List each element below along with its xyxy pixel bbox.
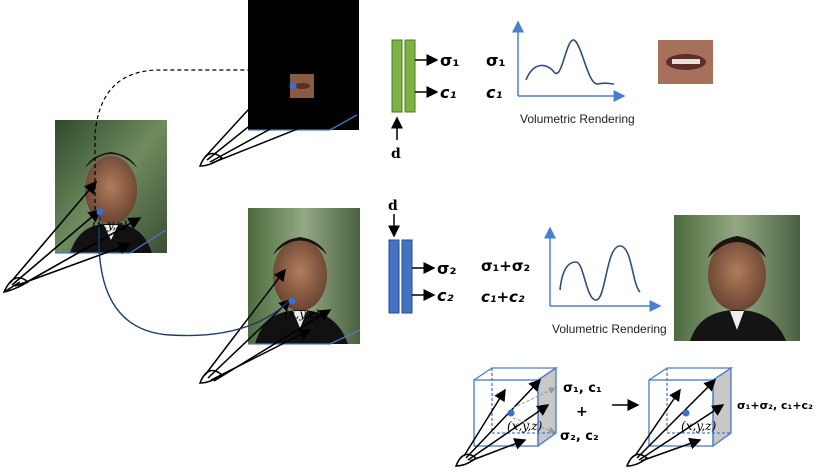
mouth-crop	[658, 40, 713, 84]
mlp-blue	[388, 214, 436, 314]
sample-point	[288, 297, 296, 305]
eye-icon	[198, 152, 224, 167]
plot-top-c: c₁	[486, 83, 503, 102]
left-face-photo	[55, 120, 167, 254]
sigma2-label: σ₂	[437, 259, 456, 278]
sample-point	[96, 208, 104, 216]
cube-plus: +	[576, 404, 588, 420]
sample-point	[289, 82, 297, 90]
gray-pointer	[512, 387, 556, 409]
cube-right-rays	[634, 378, 725, 462]
plot-top-xlabel: Volumetric Rendering	[520, 112, 635, 126]
eye-icon	[2, 277, 30, 294]
plot-top-axes	[512, 20, 626, 102]
dashed-projection	[94, 69, 290, 210]
middle-camera-rays	[204, 268, 332, 382]
plot-bottom-axes	[544, 226, 662, 312]
plot-top-curve	[525, 39, 615, 85]
eye-icon	[198, 369, 224, 384]
cube-left-bottom-label: σ₂, c₂	[560, 429, 599, 444]
sample-point	[682, 409, 690, 417]
right-face-photo	[674, 215, 800, 341]
cube-left-rays	[463, 378, 550, 462]
mlp-green	[391, 39, 439, 140]
cube-right-coord: (x,y,z)	[681, 419, 717, 433]
sigma1-label: σ₁	[440, 51, 459, 70]
c1-label: c₁	[440, 83, 457, 102]
cube-right-label: σ₁+σ₂, c₁+c₂	[737, 399, 813, 412]
gray-pointer	[512, 417, 556, 434]
direction-label-bottom: d	[388, 198, 398, 214]
plot-bottom-c: c₁+c₂	[481, 288, 525, 306]
eye-icon	[454, 453, 478, 467]
plot-top-sigma: σ₁	[486, 51, 505, 70]
plot-bottom-curve	[559, 245, 641, 301]
eye-icon	[625, 453, 649, 467]
point-coord-left: (x,y,z)	[92, 218, 128, 232]
plot-bottom-xlabel: Volumetric Rendering	[552, 322, 667, 336]
solid-projection-curve	[98, 213, 291, 337]
left-camera-rays	[9, 180, 142, 288]
c2-label: c₂	[437, 286, 454, 305]
cube-left-coord: (x,y,z)	[507, 419, 543, 433]
top-camera-rays	[204, 73, 322, 164]
direction-label-top: d	[391, 146, 401, 162]
sample-point	[507, 409, 515, 417]
plot-bottom-sigma: σ₁+σ₂	[481, 257, 530, 275]
point-coord-middle: (x,y,z)	[284, 307, 320, 321]
cube-left-top-label: σ₁, c₁	[563, 381, 602, 396]
